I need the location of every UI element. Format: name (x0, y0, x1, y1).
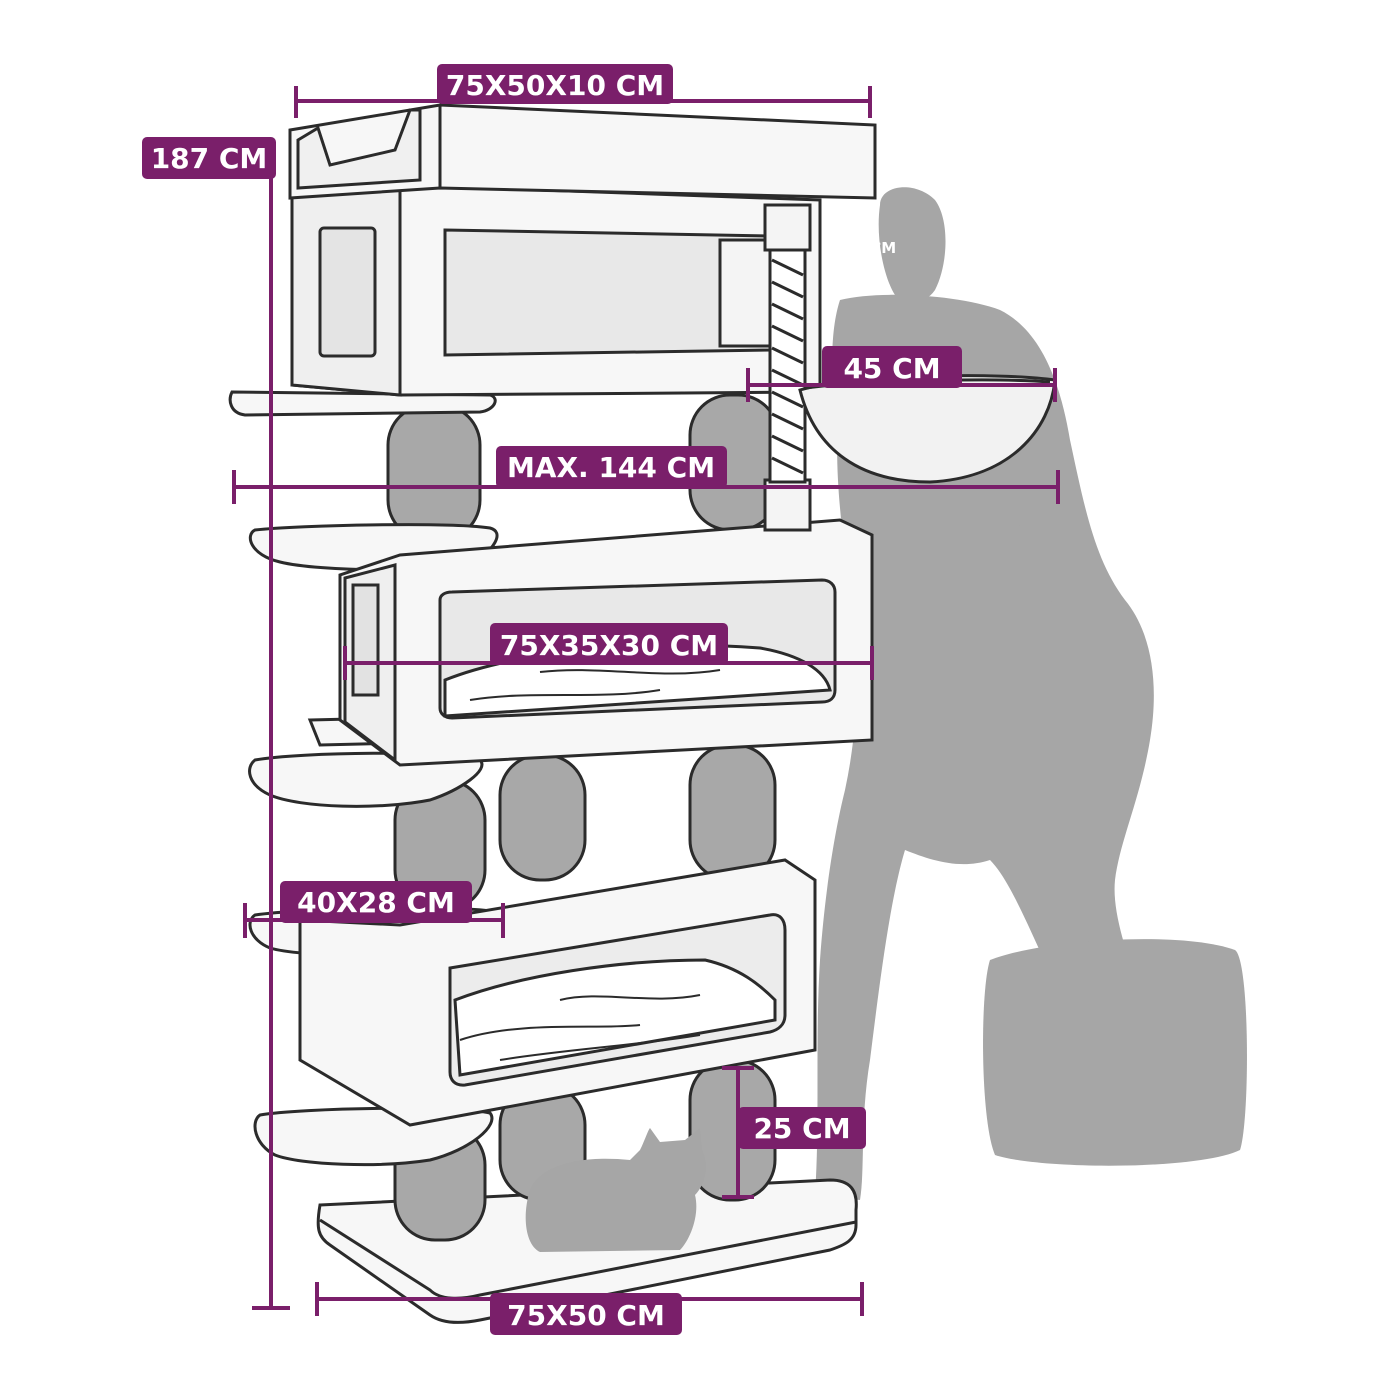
label-middle-cave: 75X35X30 CM (490, 623, 728, 665)
top-platform (288, 103, 877, 200)
svg-text:45 CM: 45 CM (843, 352, 940, 385)
cat-silhouette (525, 1128, 706, 1252)
sisal-rope-post (763, 203, 812, 532)
label-base: 75X50 CM (490, 1293, 682, 1335)
svg-text:75X35X30 CM: 75X35X30 CM (500, 629, 718, 662)
svg-text:187 CM: 187 CM (151, 142, 268, 175)
svg-text:40X28 CM: 40X28 CM (297, 886, 455, 919)
label-step: 40X28 CM (280, 881, 472, 923)
upper-condo (290, 183, 822, 397)
svg-text:180 CM: 180 CM (834, 239, 896, 257)
label-post-gap: 25 CM (738, 1107, 866, 1149)
svg-text:75X50X10 CM: 75X50X10 CM (446, 69, 664, 102)
label-total-height: 187 CM (142, 137, 276, 179)
svg-text:MAX. 144 CM: MAX. 144 CM (507, 451, 715, 484)
label-top-platform: 75X50X10 CM (437, 64, 673, 104)
svg-text:75X50 CM: 75X50 CM (507, 1299, 665, 1332)
scratching-posts (386, 393, 780, 1242)
person-silhouette (815, 187, 1247, 1201)
svg-text:25 CM: 25 CM (753, 1112, 850, 1145)
label-person-height: 180 CM (834, 239, 896, 257)
label-max-width: MAX. 144 CM (496, 446, 727, 488)
lower-cave (298, 858, 817, 1127)
label-hammock: 45 CM (822, 346, 962, 388)
